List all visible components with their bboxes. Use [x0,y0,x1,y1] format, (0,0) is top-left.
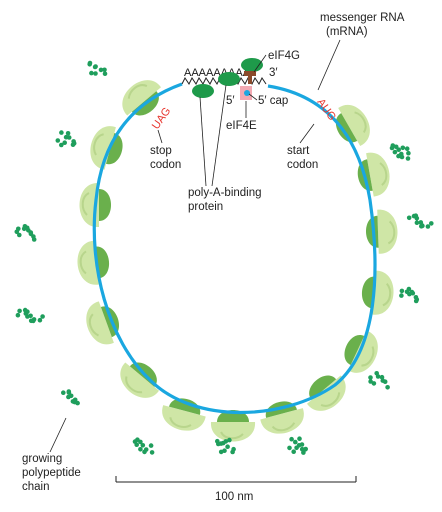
eif4g-leader-line [253,54,267,73]
mrna-abbr-label: (mRNA) [326,26,368,38]
polypeptide-chain [14,224,37,242]
growing-chain-label-line3: chain [22,481,50,493]
three-prime-label: 3′ [269,67,278,79]
mrna-strand [92,82,377,414]
pabp-label-line2: protein [188,201,223,213]
ribosome [90,126,123,170]
pabp-label-line1: poly-A-binding [188,187,262,199]
polypeptide-chain [399,286,420,304]
ribosome [120,362,159,398]
growing-chain-leader-line [49,417,67,453]
start-codon-label-line2: codon [287,159,318,171]
poly-a-binding-protein [241,58,263,72]
scale-bar [115,476,357,483]
ribosome [210,410,256,442]
start-codon-label-line1: start [287,145,310,157]
polypeptide-chain [15,307,45,324]
five-prime-cap [244,90,250,96]
polypeptide-chain [55,130,77,148]
poly-a-binding-protein [218,72,240,86]
ribosome [86,301,119,345]
stop-codon-leader-line [157,129,163,144]
polypeptide-chain [406,213,434,229]
growing-chain-label-line2: polypeptide [22,467,81,479]
polypeptide-chain [389,143,411,161]
five-prime-cap-label: 5′ cap [258,95,288,107]
polypeptide-chain [368,371,390,390]
pabp-leader-line-1 [199,96,207,187]
ribosome [366,209,398,254]
polypeptide-chain [87,60,108,76]
stop-codon-label-line2: codon [150,159,181,171]
polypeptide-chain-group [14,60,434,455]
start-codon-leader-line [299,123,315,144]
ribosome [335,104,370,147]
ribosome [357,152,390,197]
polypeptide-chain [287,436,309,455]
five-prime-label: 5′ [226,95,235,107]
growing-chain-label-line1: growing [22,453,62,465]
polypeptide-chain [215,437,236,455]
ribosome [162,398,206,431]
stop-codon-sequence: UAG [150,105,174,131]
eif4g-label: eIF4G [268,50,300,62]
polypeptide-chain [61,389,80,406]
polypeptide-chain [132,437,155,455]
eif4e-label: eIF4E [226,120,257,132]
five-cap-leader-line [248,93,258,101]
mrna-leader-line [317,39,341,91]
poly-a-sequence: AAAAAAAAA [184,67,251,79]
pabp-leader-line-2 [211,84,227,187]
stop-codon-label-line1: stop [150,145,172,157]
eif4g-protein [244,71,256,84]
poly-a-binding-protein [192,84,214,98]
mrna-label: messenger RNA [320,12,405,24]
ribosome [362,270,394,315]
scale-bar-label: 100 nm [215,491,253,503]
